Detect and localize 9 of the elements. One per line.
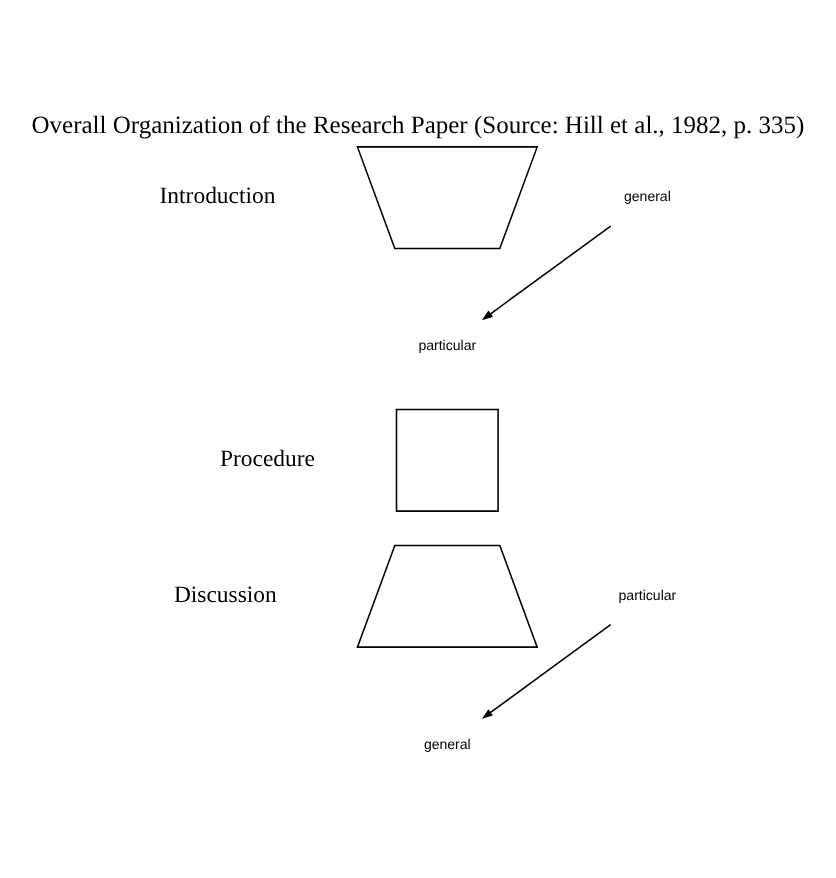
node-trapezoid xyxy=(356,543,539,647)
arrow xyxy=(481,622,612,718)
diagram-title: Overall Organization of the Research Paper (Source: Hill et al., 1982, p. 335) xyxy=(31,109,805,138)
node-label: Introduction xyxy=(159,182,276,209)
node-label: Procedure xyxy=(220,444,316,471)
arrow xyxy=(481,224,612,320)
node-label: Discussion xyxy=(173,580,277,607)
node-box xyxy=(395,407,499,511)
node-trapezoid xyxy=(356,145,539,249)
